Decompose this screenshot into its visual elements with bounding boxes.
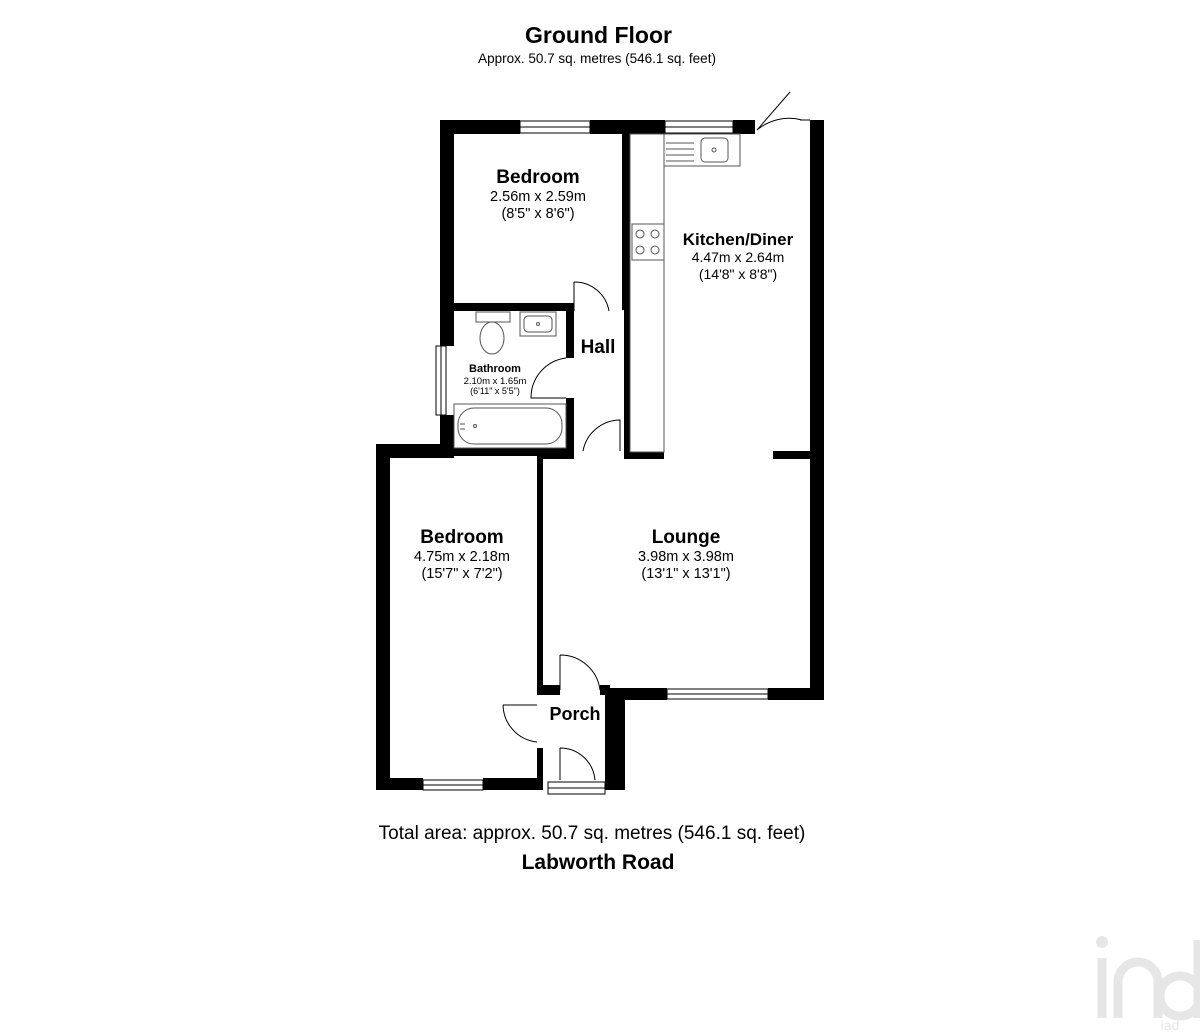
room-metric-bedroom-bottom: 4.75m x 2.18m (414, 549, 510, 565)
wall-bottom-left-a (376, 778, 423, 790)
floor-area: Approx. 50.7 sq. metres (546.1 sq. feet) (478, 51, 716, 66)
wall-bath-bottom (440, 448, 574, 456)
room-name-bedroom-top: Bedroom (496, 167, 579, 188)
wall-porch-left (537, 748, 543, 790)
wall-porch-top-b (600, 685, 610, 695)
iad-logo-icon: iad (1096, 936, 1200, 1032)
door-porch-bedroom (502, 704, 538, 743)
wall-lounge-bottom-a (605, 688, 667, 700)
door-porch-internal (559, 654, 601, 691)
wall-kitchen-bottom (624, 451, 664, 459)
wall-step (376, 444, 454, 458)
windows (422, 120, 769, 795)
wall-hall-kitchen-lower (624, 310, 630, 456)
room-metric-lounge: 3.98m x 3.98m (638, 549, 734, 565)
room-name-hall: Hall (581, 337, 616, 358)
room-name-bedroom-bottom: Bedroom (420, 527, 503, 548)
door-bathroom (530, 357, 567, 399)
door-lounge (582, 419, 621, 452)
room-metric-bathroom: 2.10m x 1.65m (464, 376, 527, 387)
doors (502, 91, 810, 781)
wall-kitchen-bottom-right (773, 451, 813, 459)
wall-lounge-left (537, 456, 543, 688)
wall-hall-bottom (540, 451, 574, 459)
fixtures (453, 133, 741, 453)
wall-bedroom-bath (440, 303, 570, 311)
wall-top-right (733, 120, 755, 134)
iad-logo-text: iad (1161, 1017, 1180, 1032)
wall-bath-right-lower (566, 398, 574, 456)
toilet-cistern-icon (475, 311, 511, 323)
hob-icon (631, 223, 665, 261)
door-kitchen-external (756, 91, 803, 131)
room-metric-kitchen: 4.47m x 2.64m (692, 249, 785, 265)
wall-porch-right (605, 688, 625, 790)
room-imperial-lounge: (13'1" x 13'1") (641, 566, 730, 582)
room-name-bathroom: Bathroom (469, 363, 521, 375)
room-imperial-bedroom-bottom: (15'7" x 7'2") (421, 566, 502, 582)
room-metric-bedroom-top: 2.56m x 2.59m (490, 189, 586, 205)
address: Labworth Road (521, 851, 675, 874)
room-imperial-bathroom: (6'11" x 5'5") (470, 386, 520, 396)
floor-title: Ground Floor (525, 22, 672, 48)
wall-left-lower (376, 444, 390, 790)
room-name-lounge: Lounge (652, 527, 721, 548)
wall-bottom-left-b (483, 778, 543, 790)
interior-walls (440, 120, 813, 790)
wall-hall-kitchen (622, 120, 630, 310)
kitchen-worktop (629, 133, 665, 453)
room-labels: Bedroom 2.56m x 2.59m (8'5" x 8'6") Kitc… (414, 167, 794, 724)
wall-left-upper-lower (440, 415, 454, 452)
room-name-kitchen: Kitchen/Diner (683, 230, 794, 249)
wall-right (810, 120, 824, 700)
room-name-porch: Porch (549, 704, 600, 724)
room-imperial-bedroom-top: (8'5" x 8'6") (501, 206, 574, 222)
total-area: Total area: approx. 50.7 sq. metres (546… (378, 823, 806, 844)
toilet-bowl-icon (479, 321, 505, 355)
wall-bath-right (566, 303, 574, 358)
wall-top-left (440, 120, 520, 134)
wall-left-upper (440, 120, 454, 346)
room-imperial-kitchen: (14'8" x 8'8") (699, 266, 777, 282)
exterior-walls (376, 120, 824, 790)
door-porch-external (559, 747, 596, 781)
wall-porch-top-a (537, 685, 560, 695)
door-bedroom-top (573, 281, 610, 312)
